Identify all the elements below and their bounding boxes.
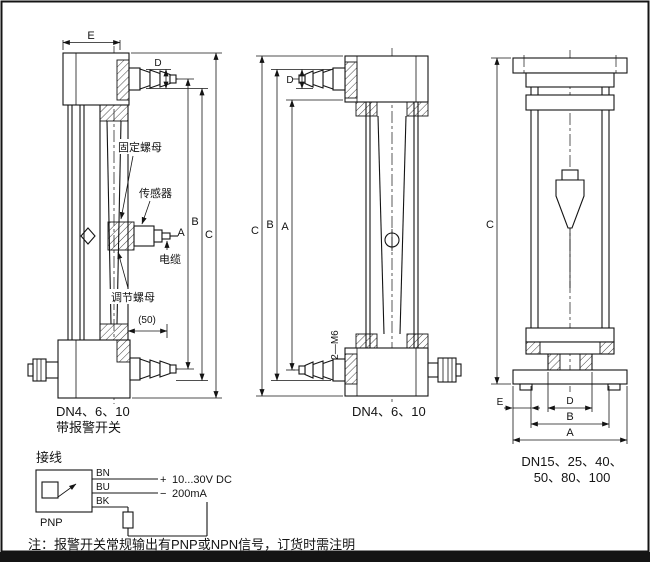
figure-rotameter-flanged: C E D B A DN15、25、40、 50、80、100 [486, 50, 628, 485]
top-flange [512, 55, 628, 88]
bolt-spec-label: 2—M6 [330, 330, 341, 360]
wire-bk-label: BK [96, 496, 110, 507]
rod-diamond-mark [80, 227, 96, 245]
sensor-box [35, 469, 93, 513]
max-current: 200mA [172, 488, 208, 500]
dim-c: C [251, 55, 343, 397]
callout-adjust-nut: 调节螺母 [109, 251, 161, 304]
sensor-symbol [41, 481, 59, 499]
caption-left-line2: 带报警开关 [56, 420, 121, 435]
bottom-outlet-block [344, 347, 429, 397]
dim-d: D [146, 58, 171, 89]
dim-label-50: (50) [138, 315, 156, 326]
figure-rotameter-with-alarm: E D 固定螺母 传感器 电缆 调节螺母 (50) [27, 30, 222, 435]
sensor-label: 传感器 [139, 187, 172, 200]
float [384, 229, 400, 251]
switch-contact [57, 483, 77, 498]
dim-d: D [286, 69, 313, 89]
dim-label-c-right: C [486, 219, 494, 231]
top-inlet-block [344, 55, 429, 103]
dim-label-d-middle: D [286, 75, 293, 86]
dim-label-d-right: D [566, 396, 573, 407]
frame-rods [365, 102, 419, 348]
top-inlet-block [62, 52, 130, 106]
dim-b: B [266, 69, 331, 381]
dim-label-c-left: C [205, 229, 213, 241]
bottom-dims: E D B A [497, 372, 628, 444]
float [555, 169, 585, 288]
dim-label-c-middle: C [251, 225, 259, 237]
needle-valve [27, 358, 59, 382]
sensor-assembly [107, 221, 178, 251]
glass-tube [355, 101, 429, 349]
dim-b: B [171, 88, 208, 381]
fixing-nut-label: 固定螺母 [118, 140, 162, 154]
body-shell [525, 87, 615, 343]
bottom-hose-barb [298, 358, 346, 382]
wiring-title: 接线 [36, 450, 62, 465]
order-note: 注：报警开关常规输出有PNP或NPN信号，订货时需注明 [28, 537, 355, 552]
needle-valve [427, 357, 462, 383]
dim-label-a-left: A [177, 227, 185, 239]
plus-sign: + [160, 474, 166, 486]
dim-label-e-left: E [87, 30, 94, 42]
caption-middle: DN4、6、10 [352, 404, 426, 419]
wire-bu-label: BU [96, 482, 110, 493]
dim-label-a-middle: A [281, 221, 289, 233]
wire-bn-label: BN [96, 468, 110, 479]
supply-voltage: 10...30V DC [172, 474, 232, 486]
dim-label-a-right: A [566, 427, 574, 439]
dim-c: C [486, 57, 511, 385]
dim-label-e-right: E [497, 397, 504, 408]
callout-sensor: 传感器 [137, 185, 177, 225]
dim-e: E [62, 30, 121, 50]
bottom-flange [512, 341, 628, 391]
dim-label-d-left: D [154, 58, 161, 69]
cable-label: 电缆 [159, 253, 181, 266]
minus-sign: − [160, 488, 166, 500]
dim-label-b-middle: B [266, 219, 273, 231]
dim-label-b-right: B [566, 411, 573, 423]
dim-a: A [281, 99, 343, 371]
bottom-hose-barb [129, 357, 177, 381]
load-circuit [122, 502, 208, 537]
caption-left-line1: DN4、6、10 [56, 404, 130, 419]
figure-rotameter-standard: D 2—M6 [251, 48, 462, 419]
dim-label-b-left: B [191, 216, 198, 228]
bottom-outlet-block [57, 339, 131, 399]
caption-right-line1: DN15、25、40、 [521, 454, 622, 469]
dim-a: A [176, 78, 194, 370]
output-type-label: PNP [40, 517, 63, 529]
callout-cable: 电缆 [157, 240, 186, 266]
frame-rods [67, 105, 96, 340]
dim-50: (50) [127, 315, 168, 338]
dim-c: C [131, 52, 222, 399]
wiring-diagram: 接线 BN BU BK + 10...30V DC − 200mA PNP [35, 450, 232, 537]
adjust-nut-label: 调节螺母 [111, 291, 155, 304]
caption-right-line2: 50、80、100 [534, 470, 611, 485]
bottom-bar [0, 552, 650, 562]
callout-fixing-nut: 固定螺母 [116, 139, 168, 220]
